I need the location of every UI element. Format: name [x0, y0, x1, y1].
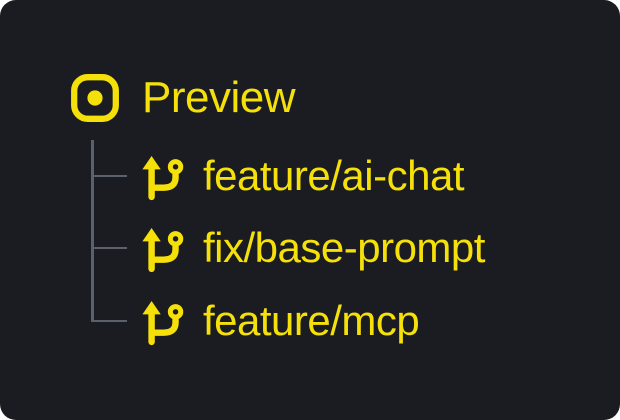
preview-dot-square-icon — [68, 72, 122, 124]
branch-name-label: feature/ai-chat — [203, 152, 465, 199]
tree-connector-vertical-line — [91, 140, 94, 322]
tree-item-branch-1[interactable]: feature/ai-chat — [137, 150, 465, 202]
tree-item-branch-3[interactable]: feature/mcp — [137, 295, 420, 347]
tree-connector-branch-1 — [91, 174, 127, 178]
git-branch-icon — [137, 151, 187, 201]
tree-connector-branch-2 — [91, 246, 127, 250]
tree-root-label: Preview — [142, 73, 296, 122]
git-branch-icon — [137, 223, 187, 273]
branch-name-label: fix/base-prompt — [203, 224, 485, 271]
git-branch-icon — [137, 296, 187, 346]
tree-connector-branch-3 — [91, 319, 127, 323]
tree-item-branch-2[interactable]: fix/base-prompt — [137, 222, 485, 274]
tree-root-preview[interactable]: Preview — [68, 72, 296, 124]
branch-name-label: feature/mcp — [203, 297, 420, 344]
